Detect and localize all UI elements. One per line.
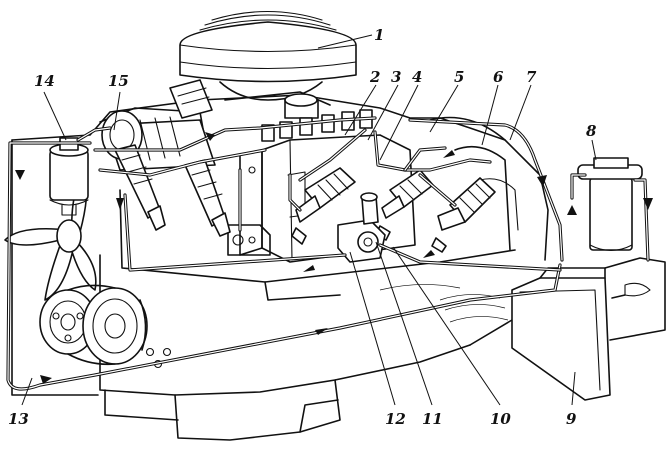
arrow-icon bbox=[40, 375, 52, 384]
callout-13: 13 bbox=[8, 410, 29, 428]
arrow-icon bbox=[303, 265, 315, 272]
callout-8: 8 bbox=[586, 122, 597, 140]
arrow-icon bbox=[116, 198, 124, 210]
fuel-lines bbox=[6, 116, 650, 391]
arrow-icon bbox=[15, 170, 25, 180]
arrow-icon bbox=[443, 150, 455, 158]
callout-7: 7 bbox=[526, 68, 537, 86]
callout-1: 1 bbox=[374, 26, 384, 44]
callout-10: 10 bbox=[490, 410, 511, 428]
leader-lines bbox=[21, 34, 597, 406]
callout-6: 6 bbox=[493, 68, 504, 86]
arrow-icon bbox=[423, 250, 435, 258]
callout-labels: 1 2 3 4 5 6 7 8 9 10 11 12 13 14 15 bbox=[8, 26, 597, 428]
callout-15: 15 bbox=[108, 72, 129, 90]
callout-3: 3 bbox=[391, 68, 401, 86]
arrow-icon bbox=[537, 175, 547, 187]
callout-11: 11 bbox=[422, 410, 443, 428]
fan bbox=[4, 174, 97, 301]
pulleys bbox=[39, 284, 148, 366]
callout-9: 9 bbox=[566, 410, 577, 428]
arrow-icon bbox=[567, 205, 577, 215]
injectors-left bbox=[114, 79, 231, 237]
callout-2: 2 bbox=[369, 68, 380, 86]
fuel-tank bbox=[511, 257, 666, 401]
arrow-icon bbox=[205, 132, 215, 141]
arrow-icon bbox=[315, 328, 328, 335]
arrow-icon bbox=[643, 198, 653, 210]
callout-14: 14 bbox=[34, 72, 55, 90]
fine-fuel-filter bbox=[577, 157, 643, 252]
callout-12: 12 bbox=[385, 410, 406, 428]
fuel-priming-pump bbox=[337, 192, 386, 263]
air-filter bbox=[179, 11, 357, 101]
callout-5: 5 bbox=[454, 68, 464, 86]
callout-4: 4 bbox=[412, 68, 422, 86]
flow-arrows bbox=[15, 132, 653, 384]
